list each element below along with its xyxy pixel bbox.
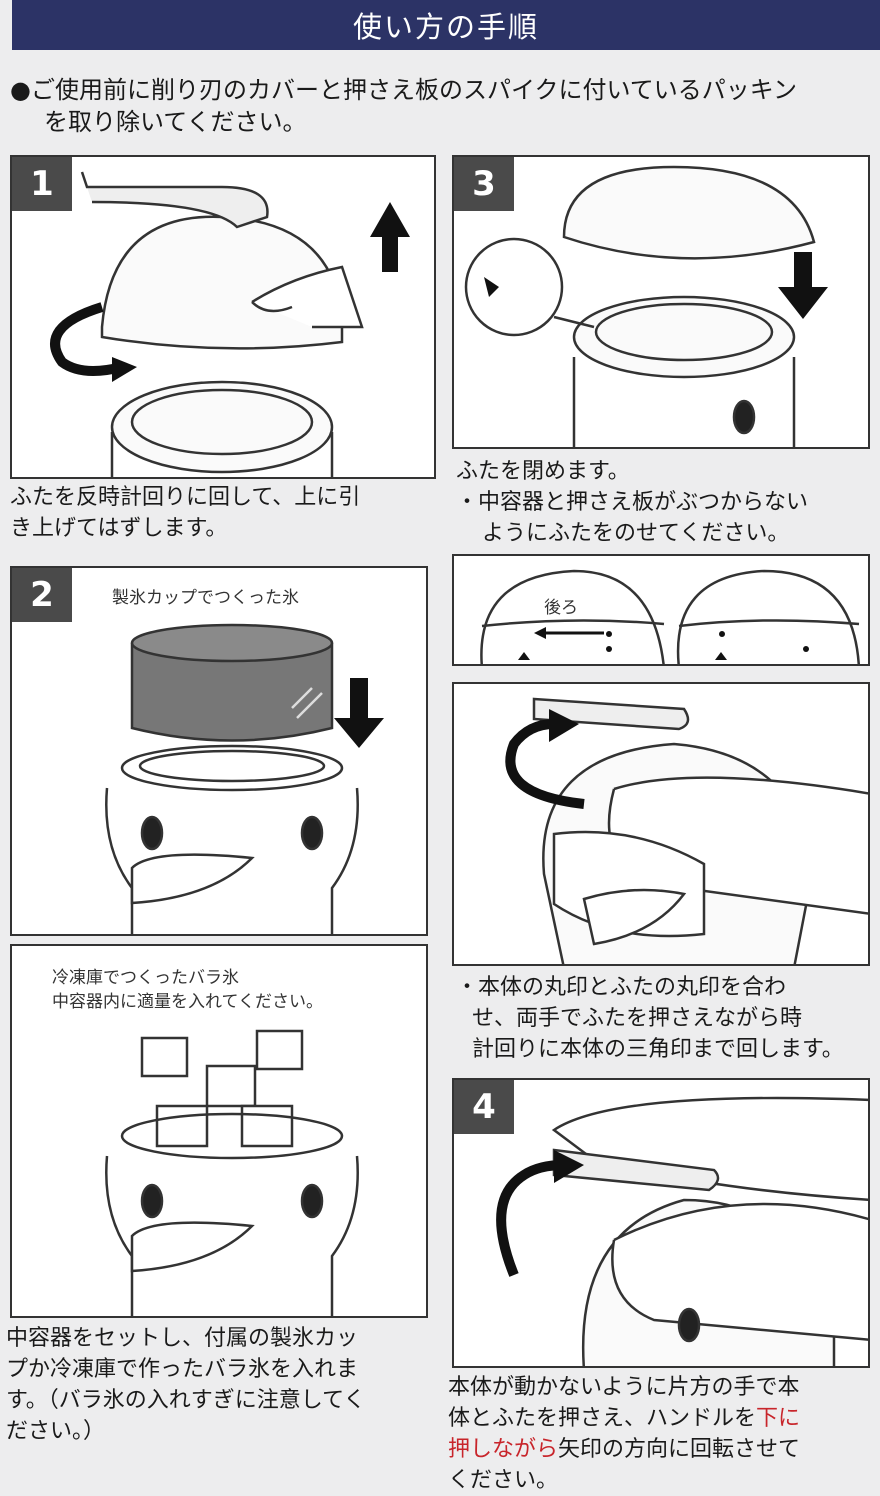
step4-caption: 本体が動かないように片方の手で本 体とふたを押さえ、ハンドルを下に 押しながら矢… [448,1372,876,1496]
step1-illustration: 1 [10,155,436,479]
lid-closing-drawing [464,165,828,447]
rotate-lid-drawing [505,697,868,964]
step1-caption: ふたを反時計回りに回して、上に引 き上げてはずします。 [10,482,440,544]
step4-caption-line3b: 矢印の方向に回転させて [558,1437,801,1462]
step4-caption-line2b-highlight: 下に [756,1406,801,1431]
step2-caption-line2: プか冷凍庫で作ったバラ氷を入れま [6,1357,359,1382]
intro-line-1: ご使用前に削り刃のカバーと押さえ板のスパイクに付いているパッキン [30,76,798,104]
rotate-lid-illustration [452,682,870,966]
alignment-marks-drawing [480,569,860,664]
step4-caption-line2a: 体とふたを押さえ、ハンドルを [448,1406,757,1431]
step2b-illustration: 冷凍庫でつくったバラ氷 中容器内に適量を入れてください。 [10,944,428,1318]
alignment-caption-line2: せ、両手でふたを押さえながら時 [472,1006,803,1031]
step-number-4: 4 [454,1080,514,1134]
step2-caption: 中容器をセットし、付属の製氷カッ プか冷凍庫で作ったバラ氷を入れま す。（バラ氷… [6,1323,436,1447]
bullet: ● [10,76,31,104]
page-header: 使い方の手順 [12,0,880,50]
step-number-1: 1 [12,157,72,211]
alignment-marks-illustration: 後ろ [452,554,870,666]
step3-caption-line2: ・中容器と押さえ板がぶつからない [456,490,809,515]
step1-caption-line1: ふたを反時計回りに回して、上に引 [10,485,361,510]
alignment-caption-line3: 計回りに本体の三角印まで回します。 [472,1037,844,1062]
step4-caption-line4: ください。 [448,1468,559,1493]
step3-illustration: 3 [452,155,870,449]
intro-note: ●ご使用前に削り刃のカバーと押さえ板のスパイクに付いているパッキン を取り除いて… [10,74,870,138]
back-label: 後ろ [544,598,578,618]
loose-ice-drawing [105,1029,359,1316]
step-number-2: 2 [12,568,72,622]
step2-caption-line1: 中容器をセットし、付属の製氷カッ [6,1326,359,1351]
step4-illustration: 4 [452,1078,870,1368]
alignment-caption: ・本体の丸印とふたの丸印を合わ せ、両手でふたを押さえながら時 計回りに本体の三… [456,972,880,1065]
step3-caption-line3: ようにふたをのせてください。 [482,521,790,546]
step2b-label-2: 中容器内に適量を入れてください。 [52,992,323,1012]
step2-panel-label: 製氷カップでつくった氷 [112,588,299,608]
step1-caption-line2: き上げてはずします。 [10,516,228,541]
step2b-label-1: 冷凍庫でつくったバラ氷 [52,968,239,988]
step4-caption-line1: 本体が動かないように片方の手で本 [448,1375,800,1400]
step-number-3: 3 [454,157,514,211]
alignment-caption-line1: ・本体の丸印とふたの丸印を合わ [456,975,787,1000]
step2-caption-line3: す。（バラ氷の入れすぎに注意してく [6,1388,366,1413]
turn-handle-drawing [496,1096,868,1366]
ice-cup-drawing [105,623,384,934]
step2-illustration: 2 製氷カップでつくった氷 [10,566,428,936]
step4-caption-line3a-highlight: 押しながら [448,1437,559,1462]
lid-removal-drawing [50,171,410,477]
step2-caption-line4: ださい。） [6,1419,106,1444]
step3-caption-line1: ふたを閉めます。 [456,459,630,484]
page-title: 使い方の手順 [352,10,539,44]
step3-caption: ふたを閉めます。 ・中容器と押さえ板がぶつからない ようにふたをのせてください。 [456,456,876,549]
intro-line-2: を取り除いてください。 [44,108,307,136]
